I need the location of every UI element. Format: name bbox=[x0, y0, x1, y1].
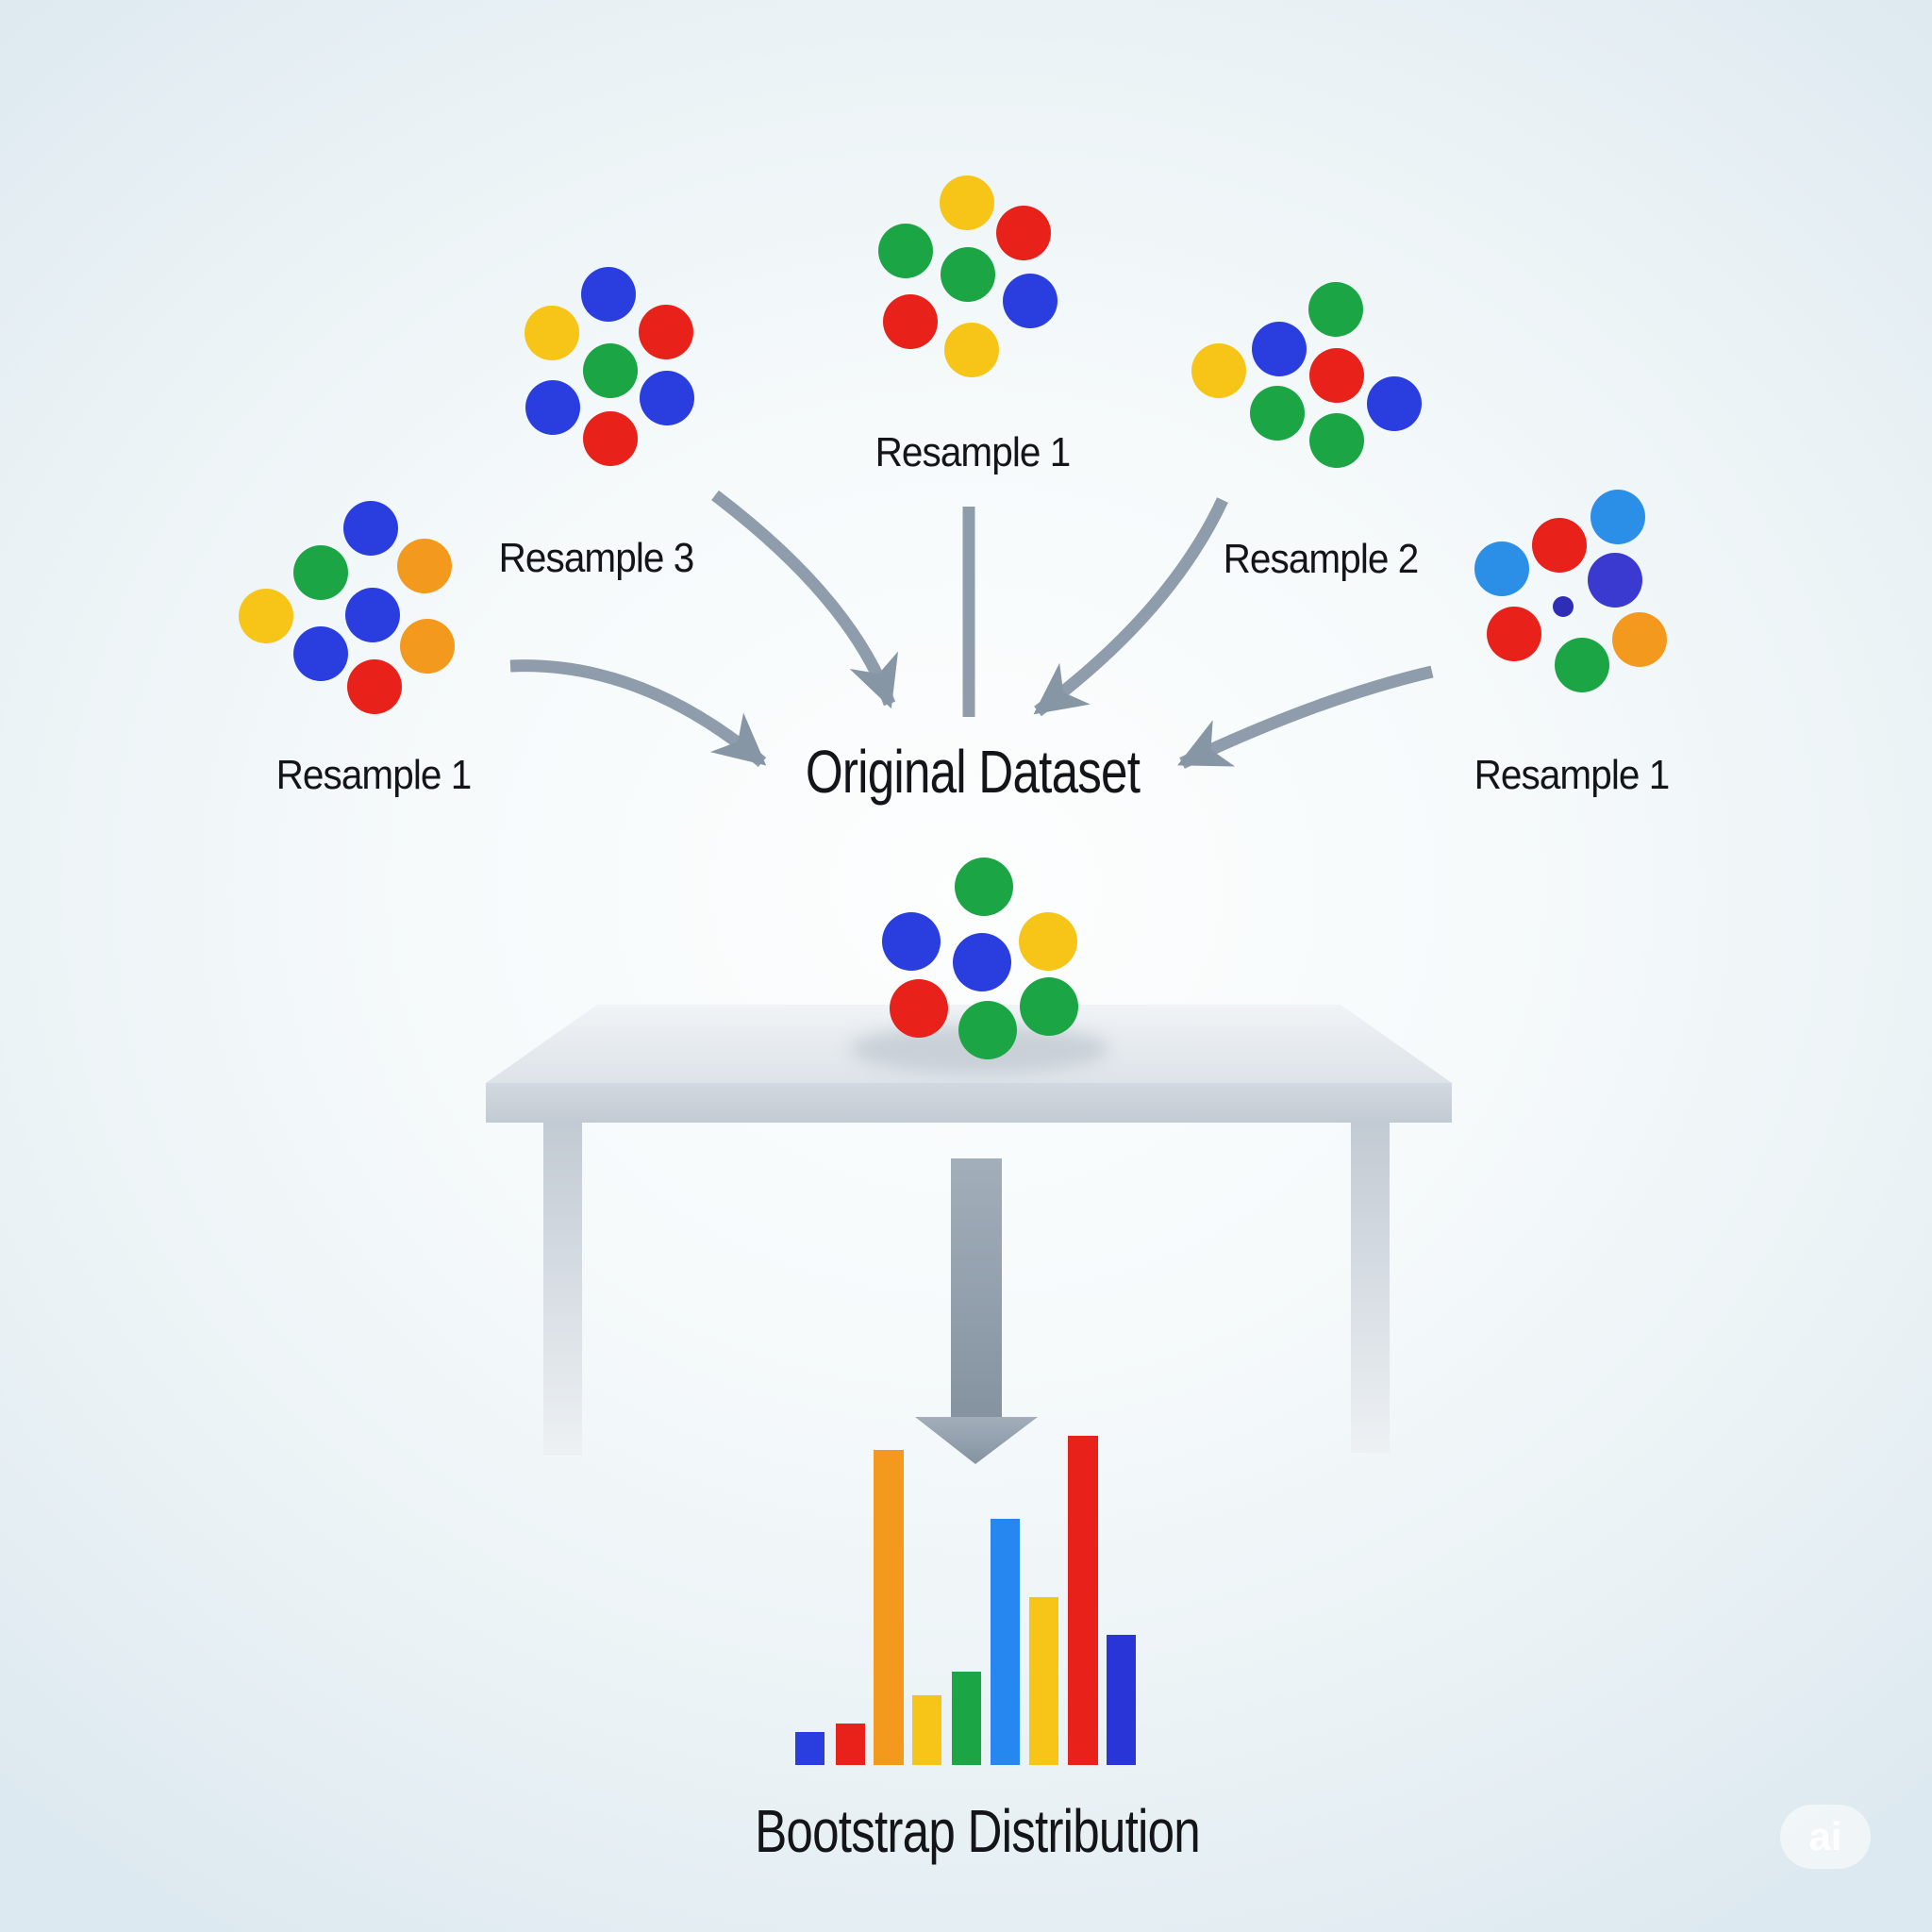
table-front-edge bbox=[486, 1083, 1452, 1123]
histogram-bar-9 bbox=[1107, 1635, 1136, 1765]
cluster-resample-farright-dot-red bbox=[1532, 518, 1587, 573]
big-down-arrow-head bbox=[915, 1417, 1038, 1464]
cluster-resample-left-dot-green bbox=[293, 545, 348, 600]
cluster-resample-topcenter-dot-red bbox=[883, 294, 938, 349]
table-leg-left bbox=[543, 1123, 582, 1456]
cluster-original-dataset-dot-green bbox=[958, 1001, 1017, 1059]
cluster-resample-right-dot-blue bbox=[1252, 322, 1307, 376]
cluster-original-dataset-dot-green bbox=[955, 858, 1013, 916]
cluster-resample-topcenter-dot-yellow bbox=[940, 175, 994, 230]
table-leg-right bbox=[1351, 1123, 1390, 1453]
cluster-resample-topleft-dot-green bbox=[583, 343, 638, 398]
cluster-resample-topcenter-dot-red bbox=[996, 206, 1051, 260]
cluster-resample-left-dot-blue bbox=[345, 588, 400, 642]
cluster-resample-topcenter-dot-green bbox=[941, 247, 995, 302]
cluster-resample-right-dot-blue bbox=[1367, 376, 1422, 431]
cluster-resample-topleft-dot-blue bbox=[525, 380, 580, 435]
cluster-resample-topleft-dot-red bbox=[639, 305, 693, 359]
cluster-resample-left-dot-red bbox=[347, 659, 402, 714]
arrow-right-to-center bbox=[1033, 497, 1228, 717]
histogram-bar-1 bbox=[795, 1732, 824, 1765]
cluster-resample-farright-dot-lightblue bbox=[1591, 490, 1645, 544]
label-resample-topleft: Resample 3 bbox=[498, 535, 695, 581]
label-resample-left: Resample 1 bbox=[275, 752, 473, 798]
cluster-resample-right-dot-yellow bbox=[1191, 343, 1246, 398]
cluster-original-dataset-dot-blue bbox=[953, 933, 1011, 991]
label-resample-topcenter: Resample 1 bbox=[874, 429, 1072, 475]
cluster-original-dataset-dot-green bbox=[1020, 977, 1078, 1036]
label-bootstrap-distribution: Bootstrap Distribution bbox=[755, 1797, 1201, 1865]
cluster-resample-left-dot-blue bbox=[343, 501, 398, 556]
arrow-topleft-to-center bbox=[711, 490, 899, 709]
label-original-dataset: Original Dataset bbox=[805, 738, 1141, 806]
histogram-bar-2 bbox=[836, 1724, 865, 1765]
cluster-resample-topcenter-dot-yellow bbox=[944, 323, 999, 377]
cluster-resample-farright-dot-navy bbox=[1553, 596, 1574, 617]
cluster-resample-left-dot-orange bbox=[400, 619, 455, 674]
arrow-farright-to-center bbox=[1177, 665, 1434, 769]
cluster-resample-right-dot-red bbox=[1309, 348, 1364, 403]
big-down-arrow-shaft bbox=[951, 1158, 1002, 1419]
cluster-resample-farright-dot-red bbox=[1487, 607, 1541, 661]
label-resample-farright: Resample 1 bbox=[1474, 752, 1671, 798]
cluster-resample-topcenter-dot-blue bbox=[1003, 274, 1058, 328]
cluster-resample-farright-dot-green bbox=[1555, 638, 1609, 692]
ai-watermark-text: ai bbox=[1808, 1814, 1842, 1858]
cluster-resample-farright-dot-indigo bbox=[1588, 553, 1642, 608]
cluster-resample-right bbox=[1191, 282, 1422, 468]
arrow-left-to-center bbox=[509, 659, 767, 767]
histogram-bar-6 bbox=[991, 1519, 1020, 1765]
cluster-original-dataset bbox=[882, 858, 1078, 1059]
cluster-original-dataset-dot-yellow bbox=[1019, 912, 1077, 971]
cluster-resample-right-dot-green bbox=[1309, 413, 1364, 468]
cluster-resample-left-dot-yellow bbox=[239, 589, 293, 643]
cluster-resample-farright-dot-orange bbox=[1612, 612, 1667, 667]
histogram-bar-7 bbox=[1029, 1597, 1058, 1765]
cluster-resample-farright-dot-lightblue bbox=[1474, 541, 1529, 596]
cluster-resample-topleft-dot-blue bbox=[581, 267, 636, 322]
cluster-resample-right-dot-green bbox=[1308, 282, 1363, 337]
cluster-resample-topleft-dot-red bbox=[583, 411, 638, 466]
cluster-resample-topcenter bbox=[878, 175, 1058, 377]
ai-watermark-badge: ai bbox=[1780, 1805, 1871, 1869]
cluster-resample-farright bbox=[1474, 490, 1667, 692]
histogram-bar-8 bbox=[1068, 1436, 1098, 1765]
cluster-resample-left-dot-blue bbox=[293, 626, 348, 681]
label-resample-right: Resample 2 bbox=[1223, 536, 1420, 582]
cluster-resample-right-dot-green bbox=[1250, 386, 1305, 441]
histogram-bar-5 bbox=[952, 1672, 981, 1765]
cluster-resample-left-dot-orange bbox=[397, 539, 452, 593]
cluster-original-dataset-dot-blue bbox=[882, 912, 941, 971]
cluster-original-dataset-dot-red bbox=[890, 979, 948, 1038]
cluster-resample-topleft bbox=[525, 267, 694, 466]
histogram-bar-3 bbox=[874, 1450, 904, 1765]
cluster-resample-topleft-dot-yellow bbox=[525, 306, 579, 360]
cluster-resample-topcenter-dot-green bbox=[878, 224, 933, 278]
cluster-resample-topleft-dot-blue bbox=[640, 371, 694, 425]
cluster-resample-left bbox=[239, 501, 455, 714]
histogram-bar-4 bbox=[912, 1695, 941, 1765]
